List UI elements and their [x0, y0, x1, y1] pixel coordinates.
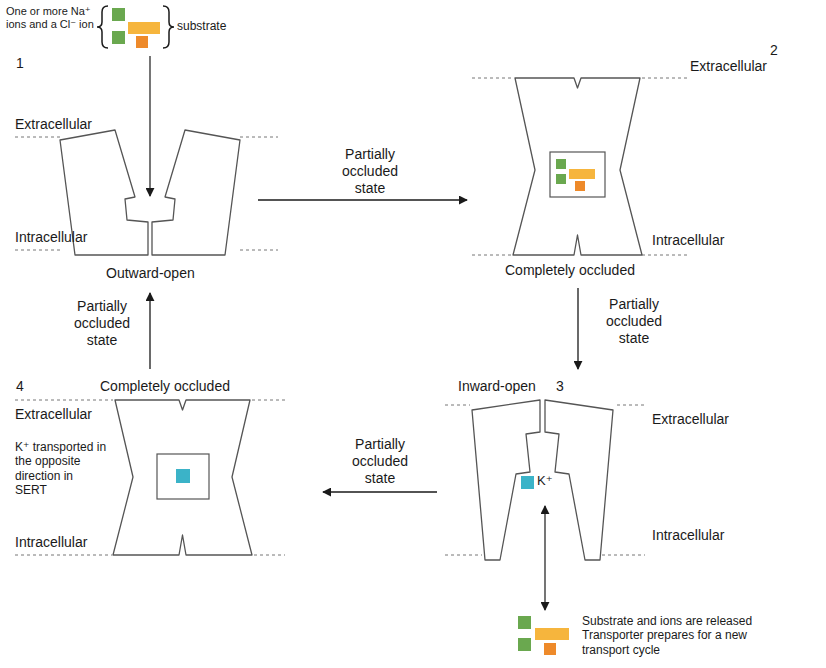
transporter-state: Inward-openK⁺ [440, 372, 630, 567]
membrane-side: Extracellular [15, 406, 92, 423]
transition-label: Partially occluded state [592, 296, 676, 346]
transporter-state: Completely occluded [470, 70, 670, 285]
membrane-side: Intracellular [652, 232, 724, 249]
membrane-side: Intracellular [15, 534, 87, 551]
membrane-side: Intracellular [652, 527, 724, 544]
membrane-side: Extracellular [15, 116, 92, 133]
transporter-shape [440, 372, 630, 567]
callout-number: 3 [556, 378, 564, 395]
state-label: Inward-open [458, 378, 536, 395]
state-label: Completely occluded [100, 378, 230, 395]
ion-note: One or more Na⁺ ions and a Cl⁻ ion [6, 5, 98, 31]
transition-label: Partially occluded state [328, 146, 412, 196]
transporter-shape [470, 70, 670, 285]
transition-label: Partially occluded state [60, 298, 144, 348]
transporter-state: Completely occluded [95, 372, 320, 562]
transition-arrow [577, 288, 578, 369]
sert-note: K⁺ transported in the opposite direction… [15, 440, 107, 498]
transporter-state: Outward-open [45, 125, 255, 290]
substrate-label: substrate [177, 19, 226, 33]
state-label: Outward-open [106, 265, 195, 282]
ion-label: K⁺ [537, 473, 553, 489]
membrane-side: Intracellular [15, 229, 87, 246]
release-note: Substrate and ions are released Transpor… [582, 614, 782, 657]
release-group [518, 506, 569, 655]
membrane-side: Extracellular [690, 58, 767, 75]
transition-label: Partially occluded state [338, 436, 422, 486]
callout-number: 1 [16, 55, 24, 72]
callout-number: 2 [770, 42, 778, 59]
transporter-shape [95, 372, 320, 562]
transition-arrow [323, 491, 437, 492]
state-label: Completely occluded [505, 262, 635, 279]
transition-arrow [149, 293, 150, 369]
membrane-side: Extracellular [652, 411, 729, 428]
callout-number: 4 [16, 378, 24, 395]
transition-arrow [258, 199, 467, 200]
